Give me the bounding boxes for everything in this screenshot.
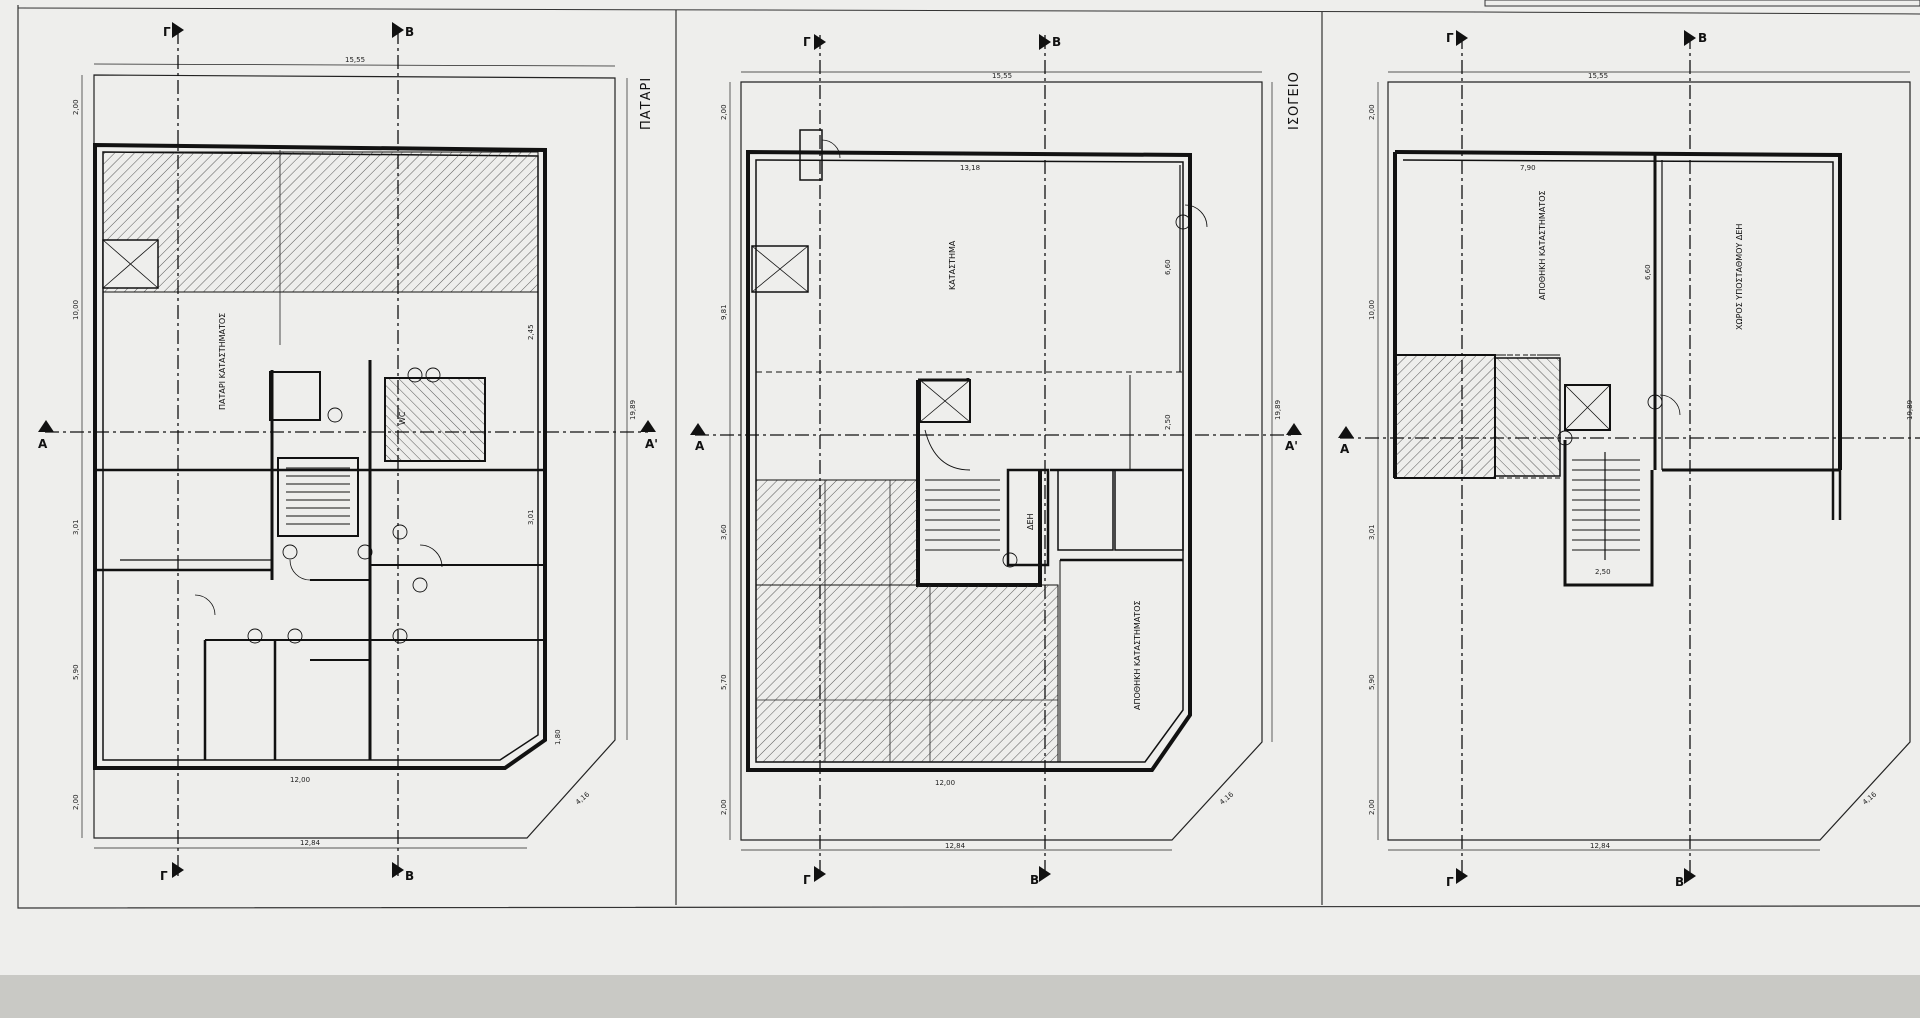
axis-g-bottom: Γ (160, 869, 168, 883)
dim-inner-bottom: 12,00 (290, 776, 310, 784)
panel-mezzanine: Γ B Γ B A A' ΠΑΤΑΡΙ 15,55 12,84 12,00 2,… (38, 22, 658, 883)
dim-left-2: 10,00 (72, 300, 80, 320)
dim-right-total: 19,89 (629, 400, 637, 420)
sheet-frame (17, 5, 1920, 909)
room-label-dei: ΔΕΗ (1026, 513, 1035, 530)
dim-top-3: 15,55 (1588, 72, 1608, 80)
dim-top: 15,55 (345, 56, 365, 64)
axis-b-top-2: B (1052, 35, 1061, 49)
dim-right-3: 1,80 (554, 729, 562, 745)
dim-left-2-2: 9,81 (720, 304, 728, 320)
dim-right-2: 3,01 (527, 509, 535, 525)
dim-top-2: 15,55 (992, 72, 1012, 80)
panel-basement: Γ B Γ B A 15,55 12,84 7,90 2,50 2,00 10,… (1338, 30, 1920, 889)
axis-a-left-3: A (1340, 442, 1350, 456)
dim-left-3-2: 3,60 (720, 524, 728, 540)
dim-bottom-2: 12,84 (945, 842, 966, 850)
dim-right-total-3: 19,89 (1906, 400, 1914, 420)
paper-shadow (0, 975, 1920, 1018)
dim-right-1-3: 6,60 (1644, 264, 1652, 280)
panel-title-ground: ΙΣΟΓΕΙΟ (1287, 71, 1302, 130)
room-label-mezzanine: ΠΑΤΑΡΙ ΚΑΤΑΣΤΗΜΑΤΟΣ (218, 313, 227, 410)
axis-g-top-3: Γ (1446, 31, 1454, 45)
room-label-wc: WC (398, 411, 407, 425)
axis-a-left-2: A (695, 439, 705, 453)
axis-b-top: B (405, 25, 414, 39)
sheet-frame-top (17, 7, 1481, 13)
dim-left-2-3: 10,00 (1368, 300, 1376, 320)
dim-left-5: 2,00 (72, 794, 80, 810)
dim-right-total-2: 19,89 (1274, 400, 1282, 420)
dim-right-1-2: 6,60 (1164, 259, 1172, 275)
dim-bottom-3: 12,84 (1590, 842, 1611, 850)
axis-b-bottom: B (405, 869, 414, 883)
axis-a-right: A' (645, 437, 658, 451)
axis-g-top: Γ (163, 25, 171, 39)
panel-ground-floor: Γ B Γ B A A' ΙΣΟΓΕΙΟ 15,55 12,84 12,00 1… (690, 34, 1302, 887)
axis-b-bottom-2: B (1030, 873, 1039, 887)
dim-left-4: 5,90 (72, 664, 80, 680)
axis-g-bottom-3: Γ (1446, 875, 1454, 889)
dim-left-4-2: 5,70 (720, 674, 728, 690)
room-label-storage-3: ΑΠΟΘΗΚΗ ΚΑΤΑΣΤΗΜΑΤΟΣ (1538, 190, 1547, 300)
dim-left-5-2: 2,00 (720, 799, 728, 815)
dim-left-3-3: 3,01 (1368, 524, 1376, 540)
dim-inner-bottom-2: 12,00 (935, 779, 955, 787)
dim-left-3: 3,01 (72, 519, 80, 535)
dim-right-1: 2,45 (527, 324, 535, 340)
dim-left-1-3: 2,00 (1368, 104, 1376, 120)
dim-stair-3: 2,50 (1595, 568, 1611, 576)
room-label-substation: ΧΩΡΟΣ ΥΠΟΣΤΑΘΜΟΥ ΔΕΗ (1735, 224, 1744, 330)
void-hatch (102, 151, 539, 293)
dim-left-1-2: 2,00 (720, 104, 728, 120)
axis-g-top-2: Γ (803, 35, 811, 49)
room-label-store: ΚΑΤΑΣΤΗΜΑ (948, 240, 957, 290)
dim-left-5-3: 2,00 (1368, 799, 1376, 815)
dim-inner-top-2: 13,18 (960, 164, 980, 172)
title-block-edge (1484, 0, 1920, 7)
axis-b-bottom-3: B (1675, 875, 1684, 889)
axis-a-right-2: A' (1285, 439, 1298, 453)
dim-left-4-3: 5,90 (1368, 674, 1376, 690)
dim-left-1: 2,00 (72, 99, 80, 115)
axis-b-top-3: B (1698, 31, 1707, 45)
dim-right-2-2: 2,50 (1164, 414, 1172, 430)
room-label-storage: ΑΠΟΘΗΚΗ ΚΑΤΑΣΤΗΜΑΤΟΣ (1133, 600, 1142, 710)
panel-title-mezzanine: ΠΑΤΑΡΙ (639, 77, 654, 130)
dim-inner-top-3: 7,90 (1520, 164, 1536, 172)
axis-g-bottom-2: Γ (803, 873, 811, 887)
dim-bottom: 12,84 (300, 839, 321, 847)
axis-a-left: A (38, 437, 48, 451)
